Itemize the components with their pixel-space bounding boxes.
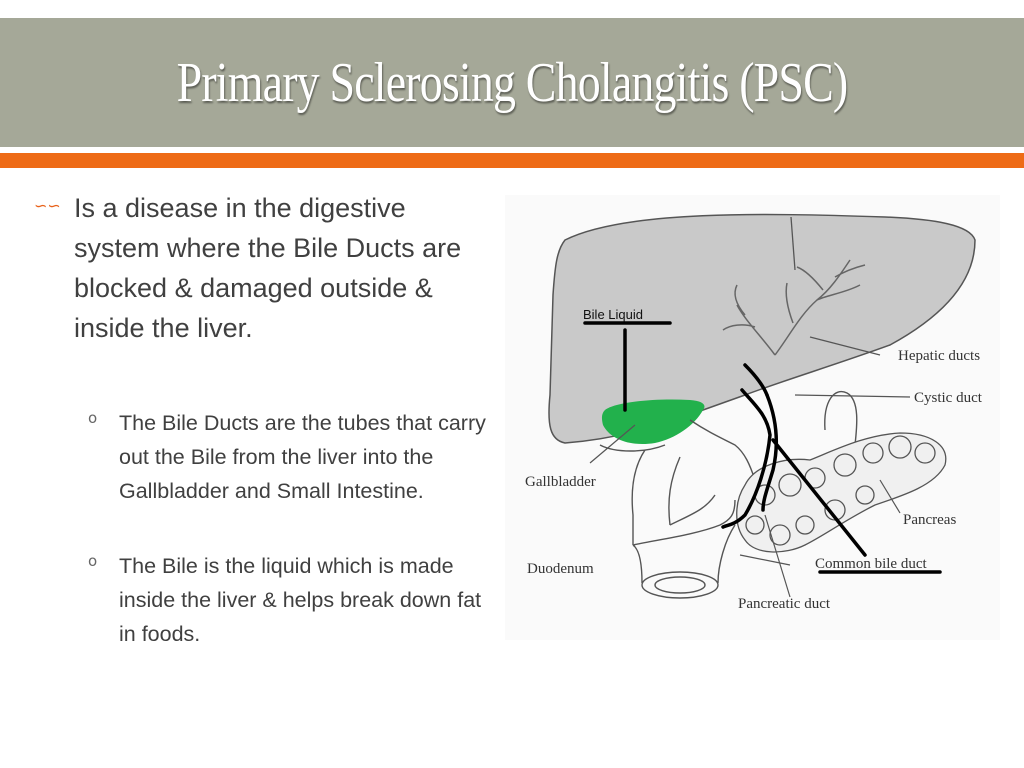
title-band (0, 18, 1024, 147)
label-pancreatic-duct: Pancreatic duct (738, 596, 831, 612)
leader-lines (589, 336, 911, 598)
label-common-bile-duct: Common bile duct (815, 556, 927, 572)
label-duodenum: Duodenum (527, 561, 594, 577)
sub-bullet-text: The Bile Ducts are the tubes that carry … (119, 411, 486, 503)
liver-shape (548, 213, 976, 444)
sub-bullet-marker: o (88, 552, 98, 570)
annotation-lines (583, 321, 942, 574)
accent-bar (0, 153, 1024, 168)
liver-anatomy-diagram: Bile Liquid Hepatic ducts Cystic duct Ga… (505, 195, 1000, 640)
main-bullet-text: Is a disease in the digestive system whe… (74, 193, 462, 343)
sub-bullet-marker: o (88, 409, 98, 427)
digestive-outline (599, 419, 756, 599)
label-cystic-duct: Cystic duct (914, 390, 983, 406)
hepatic-duct-branches (722, 259, 866, 356)
label-pancreas: Pancreas (903, 512, 956, 528)
label-hepatic-ducts: Hepatic ducts (898, 348, 980, 364)
bile-fill (601, 399, 705, 445)
label-gallbladder: Gallbladder (525, 474, 596, 490)
label-bile-liquid: Bile Liquid (583, 307, 643, 322)
sub-bullet-text: The Bile is the liquid which is made ins… (119, 554, 482, 646)
slide-title: Primary Sclerosing Cholangitis (PSC) (176, 51, 849, 114)
swirl-bullet-icon: ∽∽ (34, 196, 61, 215)
